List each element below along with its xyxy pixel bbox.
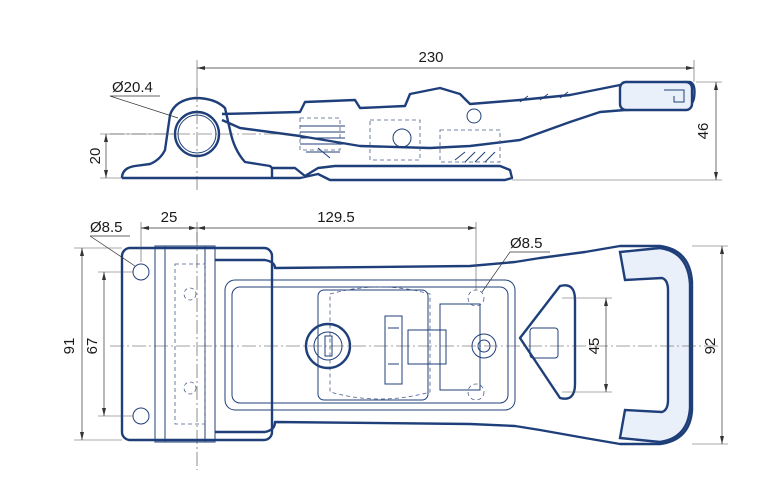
- dim-length-129: 129.5: [317, 209, 355, 226]
- side-hatch: [454, 91, 569, 163]
- plan-main-body: [215, 244, 694, 446]
- dim-height-91: 91: [61, 338, 78, 355]
- dim-base-height: 20: [87, 148, 104, 165]
- plan-keyhole-outer: [304, 322, 352, 370]
- side-spring: [300, 125, 345, 159]
- dim-height-67: 67: [84, 338, 101, 355]
- dim-height-92: 92: [702, 338, 719, 355]
- plan-dimensions: 25 129.5 Ø8.5 Ø8.5 91 67 45: [61, 209, 728, 445]
- side-mechanism: [299, 117, 501, 163]
- dim-eye-diameter: Ø20.4: [112, 79, 153, 96]
- side-handle-hook: [664, 89, 685, 103]
- plan-hasp: [439, 303, 481, 391]
- plan-hole-bottom-right: [467, 383, 485, 401]
- plan-inner-panel: [224, 279, 516, 411]
- plan-hole-bottom-left: [132, 407, 150, 425]
- dim-height-45: 45: [586, 338, 603, 355]
- plan-hinge-knuckle: [154, 245, 216, 443]
- dim-overall-height: 46: [695, 123, 712, 140]
- side-pivot: [392, 128, 412, 148]
- dim-offset-25: 25: [161, 209, 178, 226]
- dim-hole-right: Ø8.5: [510, 235, 543, 252]
- dim-overall-length: 230: [418, 49, 443, 66]
- side-dimensions: 230 Ø20.4 20 46: [87, 49, 722, 181]
- plan-lock-bracket: [518, 284, 577, 400]
- plan-handle-loop: [618, 246, 692, 444]
- plan-logo-badge: [529, 327, 559, 359]
- side-pivot-2: [466, 108, 482, 124]
- plan-view: [110, 232, 720, 470]
- side-lever: [221, 80, 696, 150]
- side-view: [110, 80, 696, 190]
- side-hinge-bracket: [120, 96, 273, 179]
- side-handle-grip: [618, 80, 694, 112]
- dim-hole-left: Ø8.5: [90, 219, 123, 236]
- plan-hole-top-left: [132, 263, 150, 281]
- side-base-plate: [122, 164, 514, 182]
